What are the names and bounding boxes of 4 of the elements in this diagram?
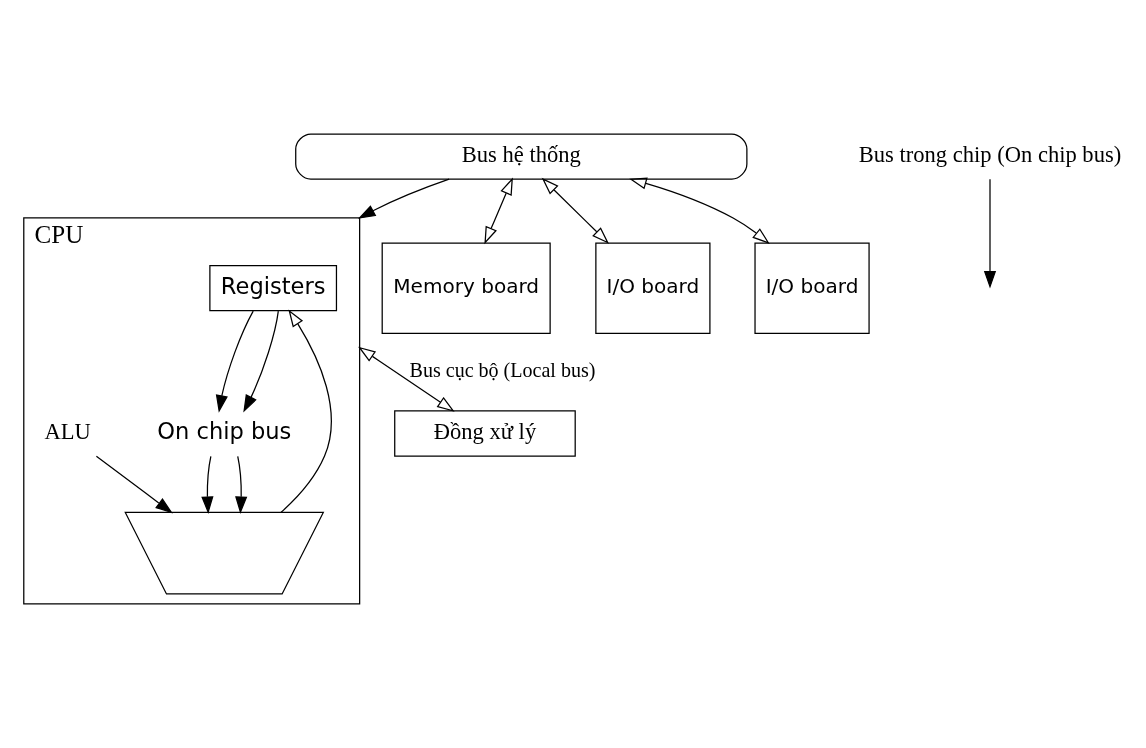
node-text: On chip bus bbox=[157, 418, 292, 445]
node-text: ALU bbox=[44, 419, 91, 445]
node-text: Bus trong chip (On chip bus) bbox=[858, 142, 1122, 168]
edge-label: Bus cục bộ (Local bus) bbox=[409, 358, 596, 381]
